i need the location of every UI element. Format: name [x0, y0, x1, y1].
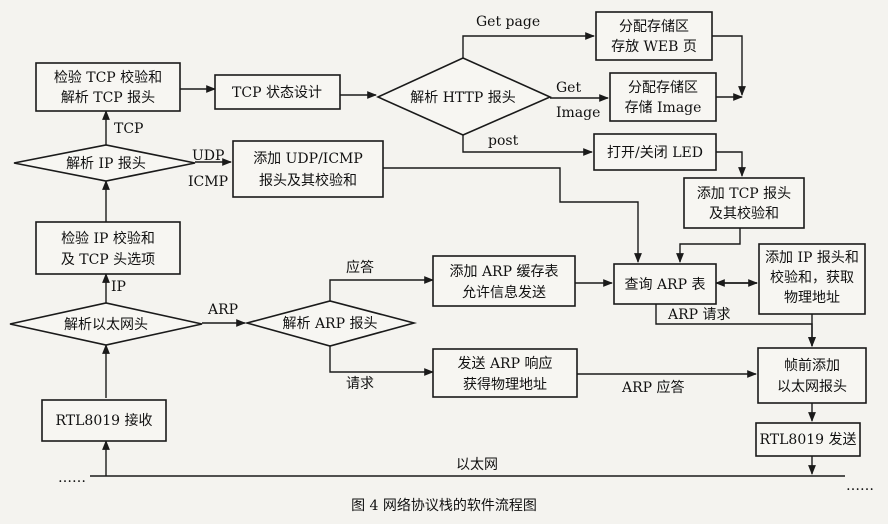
box-rtl-tx-line-1: RTL8019 发送 — [759, 432, 856, 448]
box-add-tcp-line-2: 及其校验和 — [709, 205, 779, 222]
diamond-parse-arp-label: 解析 ARP 报头 — [283, 316, 378, 332]
label-get: Get — [556, 80, 581, 96]
box-rtl-rx: RTL8019 接收 — [41, 399, 167, 442]
label-ethernet: 以太网 — [456, 457, 498, 473]
edge-udp-to-query-arp — [383, 167, 642, 263]
box-rtl-tx: RTL8019 发送 — [755, 422, 861, 457]
box-send-arp: 发送 ARP 响应 获得物理地址 — [432, 348, 578, 398]
box-add-ip-line-1: 添加 IP 报头和 — [765, 250, 859, 266]
box-add-udp: 添加 UDP/ICMP 报头及其校验和 — [232, 140, 384, 198]
box-add-udp-line-2: 报头及其校验和 — [259, 172, 357, 189]
box-tcp-state: TCP 状态设计 — [214, 74, 341, 110]
edge-arp-request-to-send — [329, 346, 434, 376]
box-rtl-rx-line-1: RTL8019 接收 — [55, 412, 152, 429]
edge-add-tcp-to-query-arp — [676, 228, 741, 263]
box-add-arp-cache-line-2: 允许信息发送 — [462, 284, 546, 301]
edge-labels: Get page Get Image post TCP UDP ICMP IP … — [58, 14, 874, 494]
box-add-eth-line-2: 以太网报头 — [777, 379, 847, 395]
diamond-parse-http: 解析 HTTP 报头 — [376, 57, 552, 136]
label-arp-request: ARP 请求 — [667, 307, 731, 323]
box-send-arp-line-1: 发送 ARP 响应 — [458, 355, 553, 372]
box-verify-tcp: 检验 TCP 校验和 解析 TCP 报头 — [35, 62, 181, 112]
box-alloc-image-line-2: 存储 Image — [625, 100, 702, 116]
bus-right-dots: …… — [846, 478, 874, 494]
box-verify-tcp-line-2: 解析 TCP 报头 — [61, 90, 155, 106]
box-add-udp-line-1: 添加 UDP/ICMP — [253, 151, 363, 167]
flow-connectors — [90, 32, 845, 477]
edge-http-post — [462, 135, 593, 156]
edge-arp-reply-to-cache — [329, 276, 434, 301]
figure-caption: 图 4 网络协议栈的软件流程图 — [351, 498, 537, 514]
label-arp: ARP — [207, 302, 238, 318]
box-add-arp-cache: 添加 ARP 缓存表 允许信息发送 — [432, 255, 576, 307]
edge-led-to-add-tcp — [716, 151, 746, 177]
box-verify-tcp-line-1: 检验 TCP 校验和 — [54, 69, 162, 86]
box-add-ip-line-2: 校验和，获取 — [770, 269, 854, 286]
box-add-eth-line-1: 帧前添加 — [784, 357, 840, 374]
box-alloc-web: 分配存储区 存放 WEB 页 — [595, 11, 713, 61]
box-tcp-state-line-1: TCP 状态设计 — [232, 85, 322, 101]
bus-left-dots: …… — [58, 470, 86, 486]
box-add-eth: 帧前添加 以太网报头 — [757, 347, 867, 404]
box-query-arp-line-1: 查询 ARP 表 — [625, 277, 706, 293]
diamond-parse-eth: 解析以太网头 — [9, 302, 203, 346]
diamond-parse-ip: 解析 IP 报头 — [13, 144, 196, 182]
box-alloc-web-line-2: 存放 WEB 页 — [611, 39, 697, 55]
box-add-ip-line-3: 物理地址 — [784, 290, 840, 306]
box-add-tcp-line-1: 添加 TCP 报头 — [697, 186, 791, 202]
diamond-parse-arp: 解析 ARP 报头 — [243, 300, 418, 347]
box-led: 打开/关闭 LED — [593, 133, 717, 171]
box-alloc-image: 分配存储区 存储 Image — [609, 72, 717, 122]
label-get-page: Get page — [476, 14, 540, 30]
edge-http-get-page — [462, 32, 595, 58]
label-icmp: ICMP — [188, 174, 228, 190]
box-alloc-image-line-1: 分配存储区 — [628, 80, 698, 96]
box-add-arp-cache-line-1: 添加 ARP 缓存表 — [450, 264, 559, 280]
edge-web-to-right — [712, 35, 746, 96]
box-alloc-web-line-1: 分配存储区 — [619, 19, 689, 35]
box-send-arp-line-2: 获得物理地址 — [463, 376, 547, 393]
box-verify-ip-line-1: 检验 IP 校验和 — [61, 230, 155, 247]
diamond-parse-eth-label: 解析以太网头 — [64, 317, 148, 333]
box-led-line-1: 打开/关闭 LED — [607, 144, 703, 161]
label-image: Image — [556, 105, 600, 121]
box-query-arp: 查询 ARP 表 — [613, 263, 717, 305]
label-arp-reply: ARP 应答 — [621, 379, 685, 396]
diamond-parse-ip-label: 解析 IP 报头 — [66, 156, 146, 172]
box-add-ip: 添加 IP 报头和 校验和，获取 物理地址 — [758, 243, 866, 315]
box-verify-ip: 检验 IP 校验和 及 TCP 头选项 — [35, 221, 181, 275]
box-verify-ip-line-2: 及 TCP 头选项 — [61, 252, 155, 268]
label-ip: IP — [111, 279, 126, 295]
label-post: post — [488, 133, 519, 149]
label-udp: UDP — [192, 148, 224, 164]
label-tcp: TCP — [114, 121, 143, 137]
label-reply: 应答 — [346, 259, 374, 276]
diamond-parse-http-label: 解析 HTTP 报头 — [410, 90, 515, 106]
box-add-tcp: 添加 TCP 报头 及其校验和 — [683, 177, 805, 229]
label-request: 请求 — [346, 376, 374, 392]
